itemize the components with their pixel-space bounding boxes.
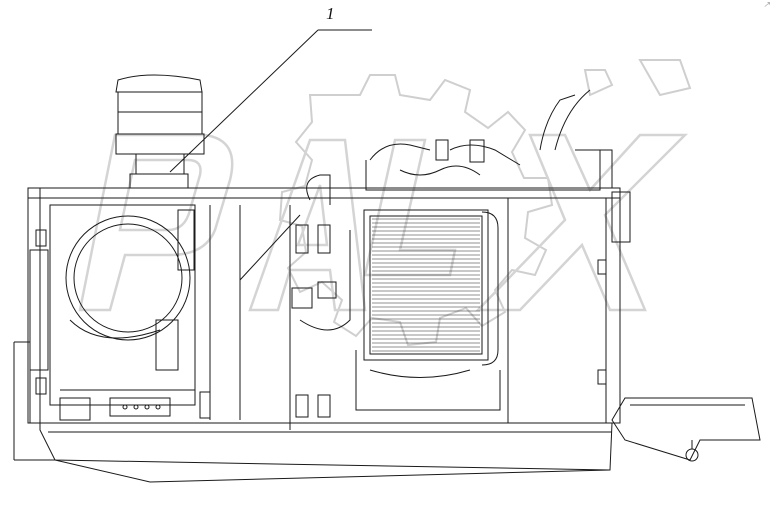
air-filter-assembly <box>115 74 205 189</box>
drawing-linework <box>13 29 761 483</box>
radiator-fins <box>372 218 480 352</box>
drawbar-hitch <box>611 397 761 462</box>
callout-label-1: 1 <box>326 4 335 23</box>
watermark-gear <box>278 59 692 347</box>
watermark-letters <box>78 133 689 312</box>
corner-mark: ↗ <box>763 0 770 9</box>
radiator-core <box>355 209 501 411</box>
